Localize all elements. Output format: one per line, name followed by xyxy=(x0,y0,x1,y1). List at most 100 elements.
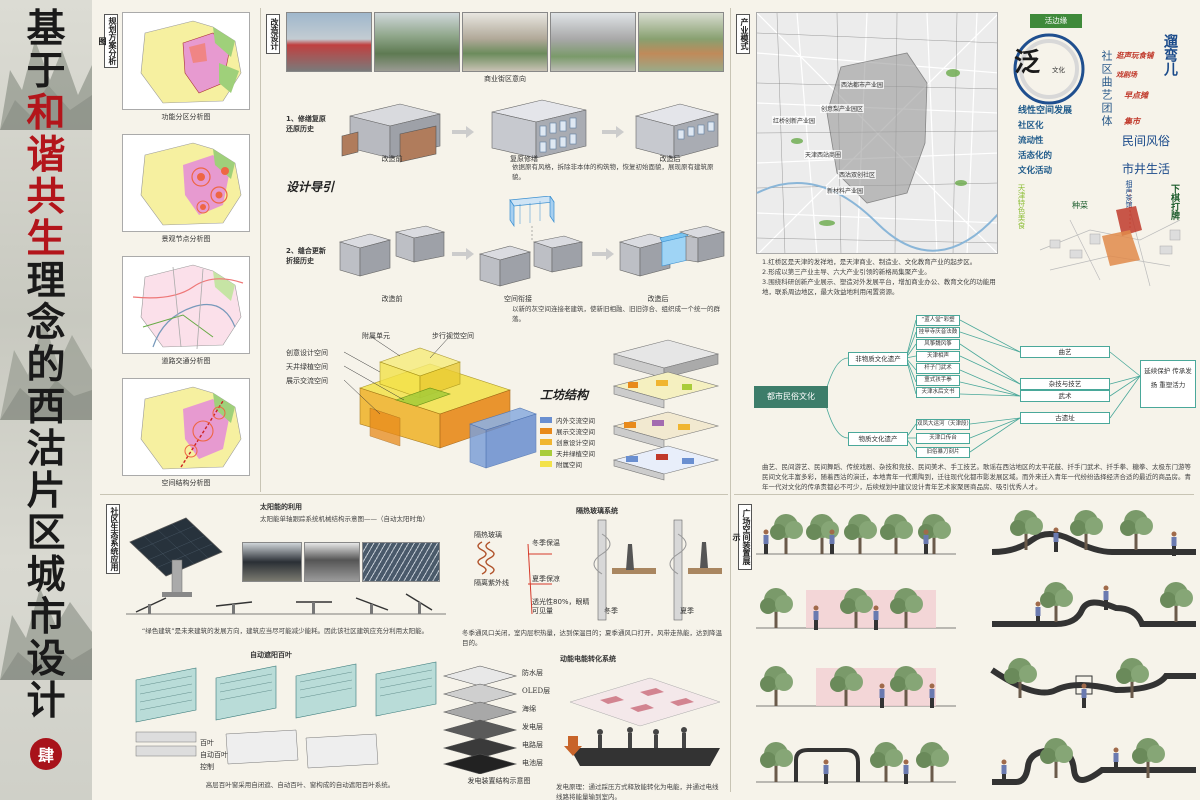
caption: 道路交通分析图 xyxy=(161,357,211,365)
circle-label: 文化 xyxy=(1052,66,1065,74)
layers-caption: 发电装置结构示意图 xyxy=(467,777,531,785)
map-label: 红桥创新产业园 xyxy=(772,116,817,125)
arrow-icon xyxy=(592,248,614,260)
section-tag-planning: 规划方案分析图 xyxy=(98,14,118,68)
folk-top-item: 挂甲寺庆音法鼓 xyxy=(916,327,960,338)
vitality-list-item: 社区化 xyxy=(1018,121,1044,131)
solar-photo-1 xyxy=(242,542,302,582)
vitality-list-item: 文化活动 xyxy=(1018,166,1053,176)
axo-label: 展示交流空间 xyxy=(286,377,328,385)
folk-result: 延续保护 传承发扬 重塑活力 xyxy=(1140,360,1196,408)
step1-description: 依据原有风格，拆除非本体的构筑物，恢复初始面貌，展现原有建筑原貌。 xyxy=(512,163,714,181)
street-photo-2 xyxy=(374,12,460,72)
legend-swatch xyxy=(540,416,552,423)
red-seal: 肆 xyxy=(30,738,62,770)
design-guide-title: 设计导引 xyxy=(286,180,335,194)
red-word: 集市 xyxy=(1124,117,1140,126)
title-char: 设 xyxy=(26,636,66,682)
red-word: 早点摊 xyxy=(1124,91,1148,100)
caption: 复原修缮 xyxy=(510,155,538,163)
folk-mid-item: 武术 xyxy=(1020,390,1110,402)
vertical-col1: 社区曲艺团体 xyxy=(1100,50,1113,128)
title-char: 理 xyxy=(26,258,66,304)
big-char: 泛 xyxy=(1014,48,1041,78)
axo-label: 天井绿植空间 xyxy=(286,363,328,371)
map-label: 新材料产业园 xyxy=(826,186,865,195)
folk-mid-item: 杂技与技艺 xyxy=(1020,378,1110,390)
folk-top-item: 风筝魏风筝 xyxy=(916,339,960,350)
section-tag-industry: 产业模式 xyxy=(736,14,750,54)
title-scroll: 基于和谐共生理念的西沽片区城市设计 肆 xyxy=(0,0,92,800)
legend-label: 创意设计空间 xyxy=(556,438,595,447)
arrow-icon xyxy=(452,126,474,138)
folk-branch-top: 非物质文化遗产 xyxy=(848,352,908,366)
divider xyxy=(100,494,728,495)
divider xyxy=(730,8,731,792)
map-label: 天津西站商圈 xyxy=(804,150,843,159)
title-char: 念 xyxy=(26,300,66,346)
street-photo-3 xyxy=(462,12,548,72)
wall-title: 隔热玻璃系统 xyxy=(576,507,618,515)
title-char: 城 xyxy=(26,552,66,598)
title-char: 市 xyxy=(26,594,66,640)
axo-label: 创意设计空间 xyxy=(286,349,328,357)
caption: 功能分区分析图 xyxy=(161,113,211,121)
industry-note: 1.红桥区是天津的发祥地，是天津商业、制造业、文化教育产业的起步区。 xyxy=(762,258,977,266)
power-layers-stack xyxy=(442,665,518,774)
arrow-icon xyxy=(452,248,474,260)
folk-bottom-item: 天津口传台 xyxy=(916,433,970,444)
shade-label: 百叶 xyxy=(200,739,214,747)
shade-label: 自动百叶 xyxy=(200,751,228,759)
mountain-ink-top xyxy=(0,40,92,130)
spatial-structure-diagram xyxy=(122,378,250,476)
workshop-title: 工坊结构 xyxy=(540,388,589,402)
legend-swatch xyxy=(540,438,552,445)
folk-mid-item: 古遗址 xyxy=(1020,412,1110,424)
step2-title: 2、缝合更新 折接历史 xyxy=(286,247,326,265)
title-char: 于 xyxy=(26,48,66,94)
solar-title: 太阳能的利用 xyxy=(260,503,302,511)
caption: 空间衔接 xyxy=(504,295,532,303)
legend-swatch xyxy=(540,427,552,434)
industry-note: 3.围绕科研创新产业展示、塑造对外发展平台，增加商业办公、教育文化的功能用地，联… xyxy=(762,278,996,296)
legend-label: 附属空间 xyxy=(556,460,582,469)
wall-season: 夏季 xyxy=(680,607,694,615)
title-char: 计 xyxy=(26,678,66,724)
solar-description: “绿色建筑”是未来建筑的发展方向，建筑应当尽可能减少能耗。因此该社区建筑应充分利… xyxy=(141,627,429,635)
vertical-green: 天津特色美食 xyxy=(1017,184,1026,229)
shade-title: 自动遮阳百叶 xyxy=(250,651,292,659)
legend-swatch xyxy=(540,460,552,467)
layer-label: 电路层 xyxy=(522,741,543,749)
legend-label: 展示交流空间 xyxy=(556,427,595,436)
legend-swatch xyxy=(540,449,552,456)
title-char: 和 xyxy=(26,90,66,136)
folk-tree-lines xyxy=(823,319,1141,453)
caption: 景观节点分析图 xyxy=(161,235,211,243)
title-char: 区 xyxy=(26,510,66,556)
folk-center: 都市民俗文化 xyxy=(754,386,828,408)
solar-subtitle: 太阳能单轴跟踪系统机械结构示意图——（自动太阳时角） xyxy=(260,515,429,523)
road-traffic-diagram xyxy=(122,256,250,354)
sunshade-louvers xyxy=(135,661,437,769)
folk-bottom-item: 旧俗暴刀刻片 xyxy=(916,447,970,458)
vitality-list-item: 活态化的 xyxy=(1018,151,1053,161)
solar-tracking-sequence xyxy=(126,593,446,615)
layer-label: 发电层 xyxy=(522,723,543,731)
vitality-list: 线性空间发展社区化流动性活态化的文化活动 xyxy=(1018,104,1088,179)
workshop-floor-explode xyxy=(612,339,720,481)
caption: 改造后 xyxy=(659,155,681,163)
wall-label: 隔热玻璃 xyxy=(474,531,502,539)
restoration-sequence xyxy=(341,99,720,163)
vitality-circle xyxy=(1013,33,1085,105)
solar-photo-2 xyxy=(304,542,360,582)
folk1: 民间风俗 xyxy=(1122,134,1171,148)
layer-label: 电池层 xyxy=(522,759,543,767)
title-char: 谐 xyxy=(26,132,66,178)
divider xyxy=(734,494,1194,495)
vitality-list-item: 线性空间发展 xyxy=(1018,106,1073,116)
title-char: 基 xyxy=(26,6,66,52)
folk-top-item: 天津相声 xyxy=(916,351,960,362)
step2-description: 以新的灰空间连接老建筑，使新旧相融、旧旧弥合、组织成一个统一的群落。 xyxy=(512,305,720,323)
industry-map xyxy=(756,12,998,254)
stitching-sequence xyxy=(338,196,725,287)
